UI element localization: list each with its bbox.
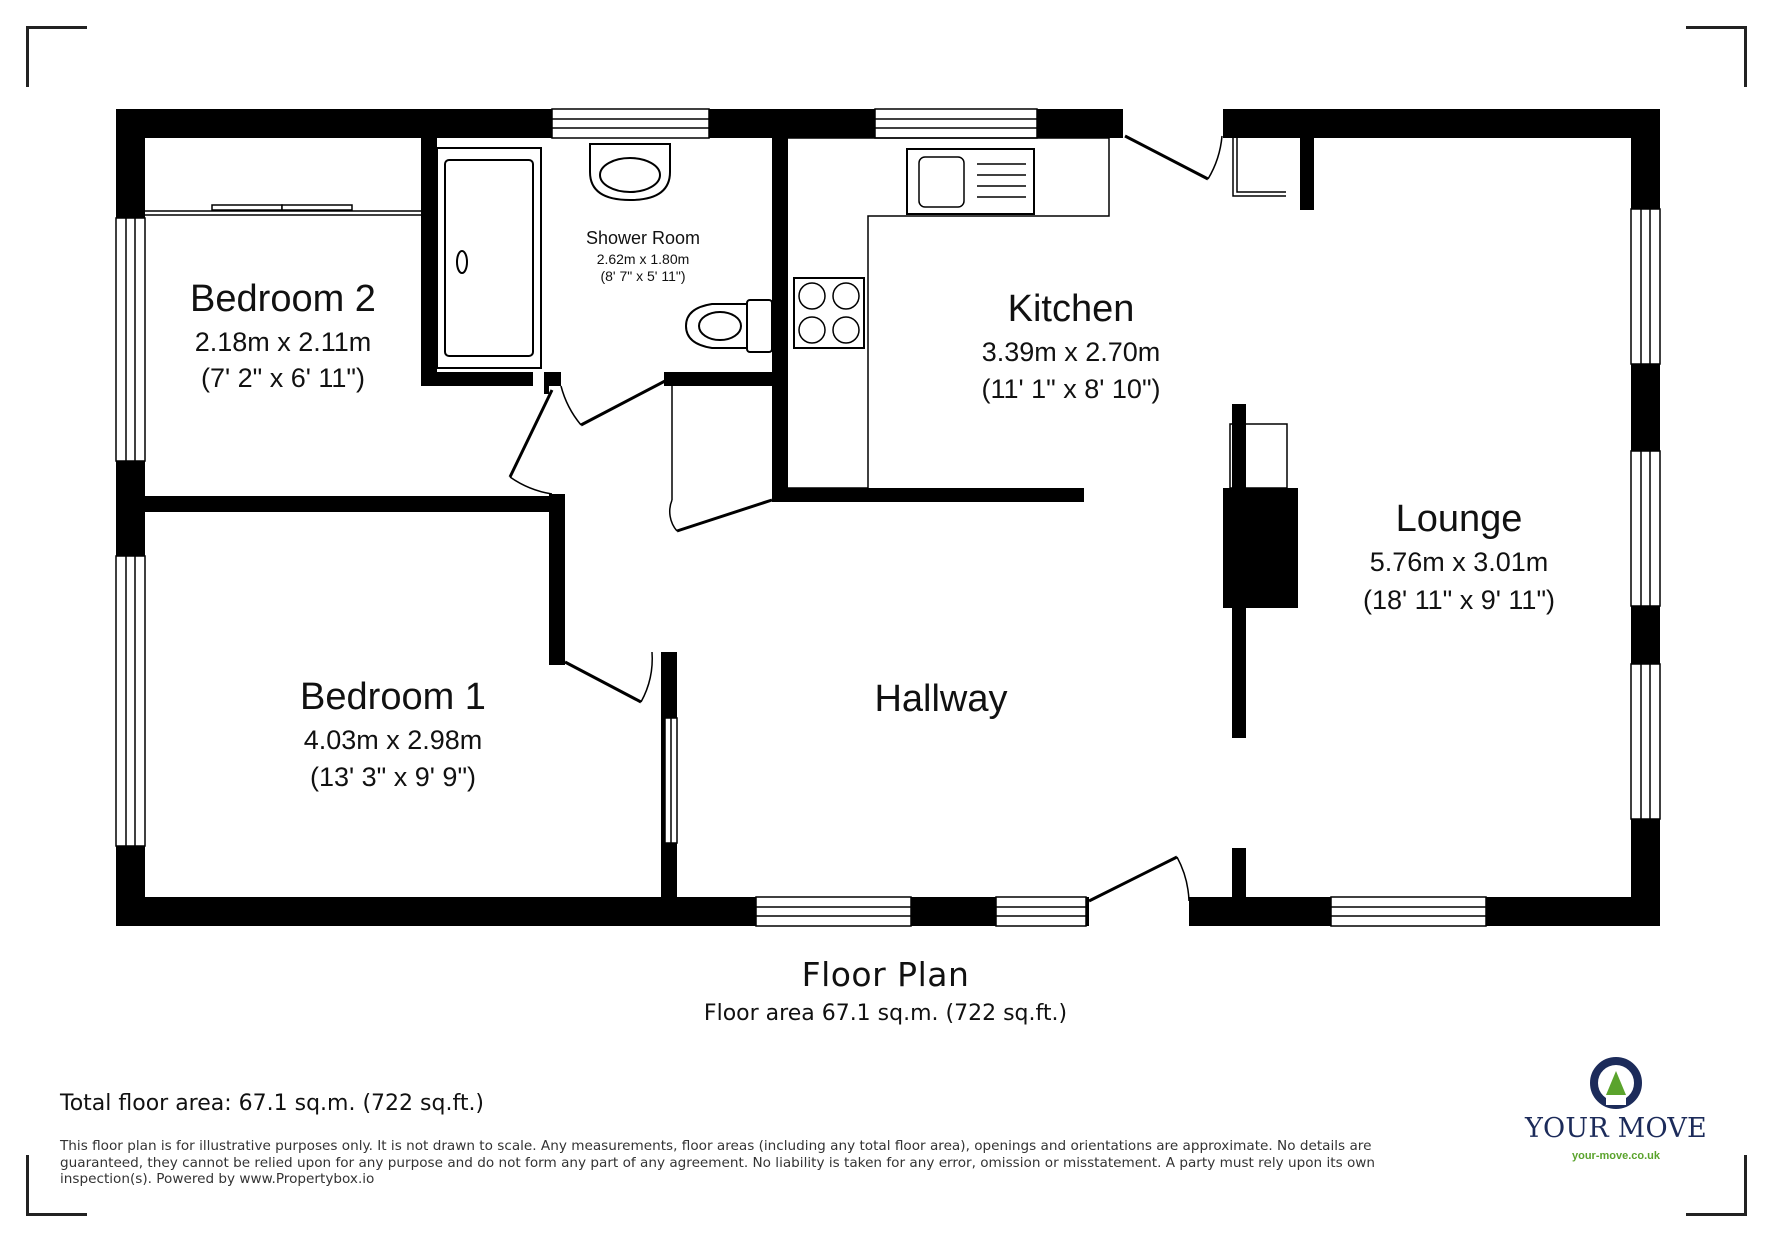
wall-cupboard-top <box>664 372 785 386</box>
lounge-name: Lounge <box>1396 498 1523 540</box>
room-labels: Bedroom 2 2.18m x 2.11m (7' 2" x 6' 11")… <box>190 228 1555 792</box>
door-openings <box>549 109 1223 926</box>
toilet-icon <box>684 299 773 353</box>
crop-mark-bottom-right <box>1686 1155 1747 1216</box>
crop-mark-bottom-left <box>26 1155 87 1216</box>
bedroom1-metric: 4.03m x 2.98m <box>304 725 483 755</box>
door-bedroom2 <box>508 389 554 495</box>
wardrobe <box>145 204 421 216</box>
window-bed2-left <box>115 217 146 462</box>
crop-mark-top-left <box>26 26 87 87</box>
bedroom2-name: Bedroom 2 <box>190 278 376 320</box>
door-front <box>1088 855 1190 903</box>
total-floor-area: Total floor area: 67.1 sq.m. (722 sq.ft.… <box>60 1091 485 1116</box>
wall-shower-bottom <box>421 372 533 386</box>
storage-units <box>1229 138 1288 489</box>
lounge-imperial: (18' 11" x 9' 11") <box>1363 585 1555 615</box>
wall-kitchen-bottom <box>772 488 1084 502</box>
bedroom2-imperial: (7' 2" x 6' 11") <box>201 363 365 393</box>
brand-block: YOUR MOVE your-move.co.uk <box>1506 1055 1726 1162</box>
plan-floor-area: Floor area 67.1 sq.m. (722 sq.ft.) <box>703 1001 1068 1026</box>
window-lounge-right-3 <box>1630 663 1661 820</box>
bedroom1-name: Bedroom 1 <box>300 676 486 718</box>
disclaimer-text: This floor plan is for illustrative purp… <box>60 1138 1376 1187</box>
brand-url: your-move.co.uk <box>1571 1150 1661 1162</box>
hob-icon <box>793 277 865 349</box>
wall-lounge-lower <box>1232 848 1246 897</box>
basin-icon <box>589 143 671 202</box>
window-hall-bottom-1 <box>755 896 912 927</box>
wall-bed1-hall-upper <box>549 494 565 665</box>
opening-bed2-door <box>549 386 565 494</box>
window-shower-top <box>551 108 710 139</box>
wall-bed1-hall-nib <box>549 652 565 665</box>
wall-bed2-shower <box>421 138 437 386</box>
door-bedroom1 <box>564 651 653 704</box>
opening-kitchen-back-door <box>1123 109 1223 138</box>
door-kitchen-back <box>1124 134 1223 181</box>
your-move-logo-icon <box>1590 1057 1642 1109</box>
interior-walls <box>145 138 1314 897</box>
shower-metric: 2.62m x 1.80m <box>597 251 690 267</box>
kitchen-imperial: (11' 1" x 8' 10") <box>981 374 1160 404</box>
window-bed1-left <box>115 555 146 847</box>
kitchen-worktop <box>788 137 1110 489</box>
wall-bed2-bed1 <box>145 496 565 512</box>
kitchen-metric: 3.39m x 2.70m <box>982 337 1161 367</box>
window-lounge-bottom <box>1330 896 1487 927</box>
chimney-breast <box>1223 488 1298 608</box>
plan-title: Floor Plan <box>801 955 970 994</box>
doors <box>508 134 1223 903</box>
window-bed1-internal <box>664 717 678 844</box>
wall-lounge-upper <box>1300 138 1314 210</box>
lounge-metric: 5.76m x 3.01m <box>1370 547 1549 577</box>
crop-mark-top-right <box>1686 26 1747 87</box>
shower-drain-icon <box>456 250 468 274</box>
bedroom2-metric: 2.18m x 2.11m <box>195 327 372 357</box>
shower-imperial: (8' 7" x 5' 11") <box>600 268 685 284</box>
door-shower <box>560 379 666 427</box>
wall-shower-kitchen <box>772 138 788 500</box>
shower-tray <box>436 147 542 369</box>
window-hall-bottom-2 <box>995 896 1087 927</box>
door-cupboard <box>668 386 773 533</box>
opening-front-door <box>1089 897 1189 926</box>
windows <box>115 108 1661 927</box>
chimney-ledge <box>1223 488 1298 500</box>
sink-icon <box>906 148 1035 215</box>
bedroom1-imperial: (13' 3" x 9' 9") <box>310 762 476 792</box>
window-lounge-right-1 <box>1630 208 1661 365</box>
kitchen-name: Kitchen <box>1008 288 1135 330</box>
window-lounge-right-2 <box>1630 450 1661 607</box>
brand-name: YOUR MOVE <box>1525 1113 1707 1144</box>
hallway-name: Hallway <box>874 678 1007 720</box>
window-kitchen-top <box>874 108 1038 139</box>
shower-name: Shower Room <box>586 228 700 248</box>
